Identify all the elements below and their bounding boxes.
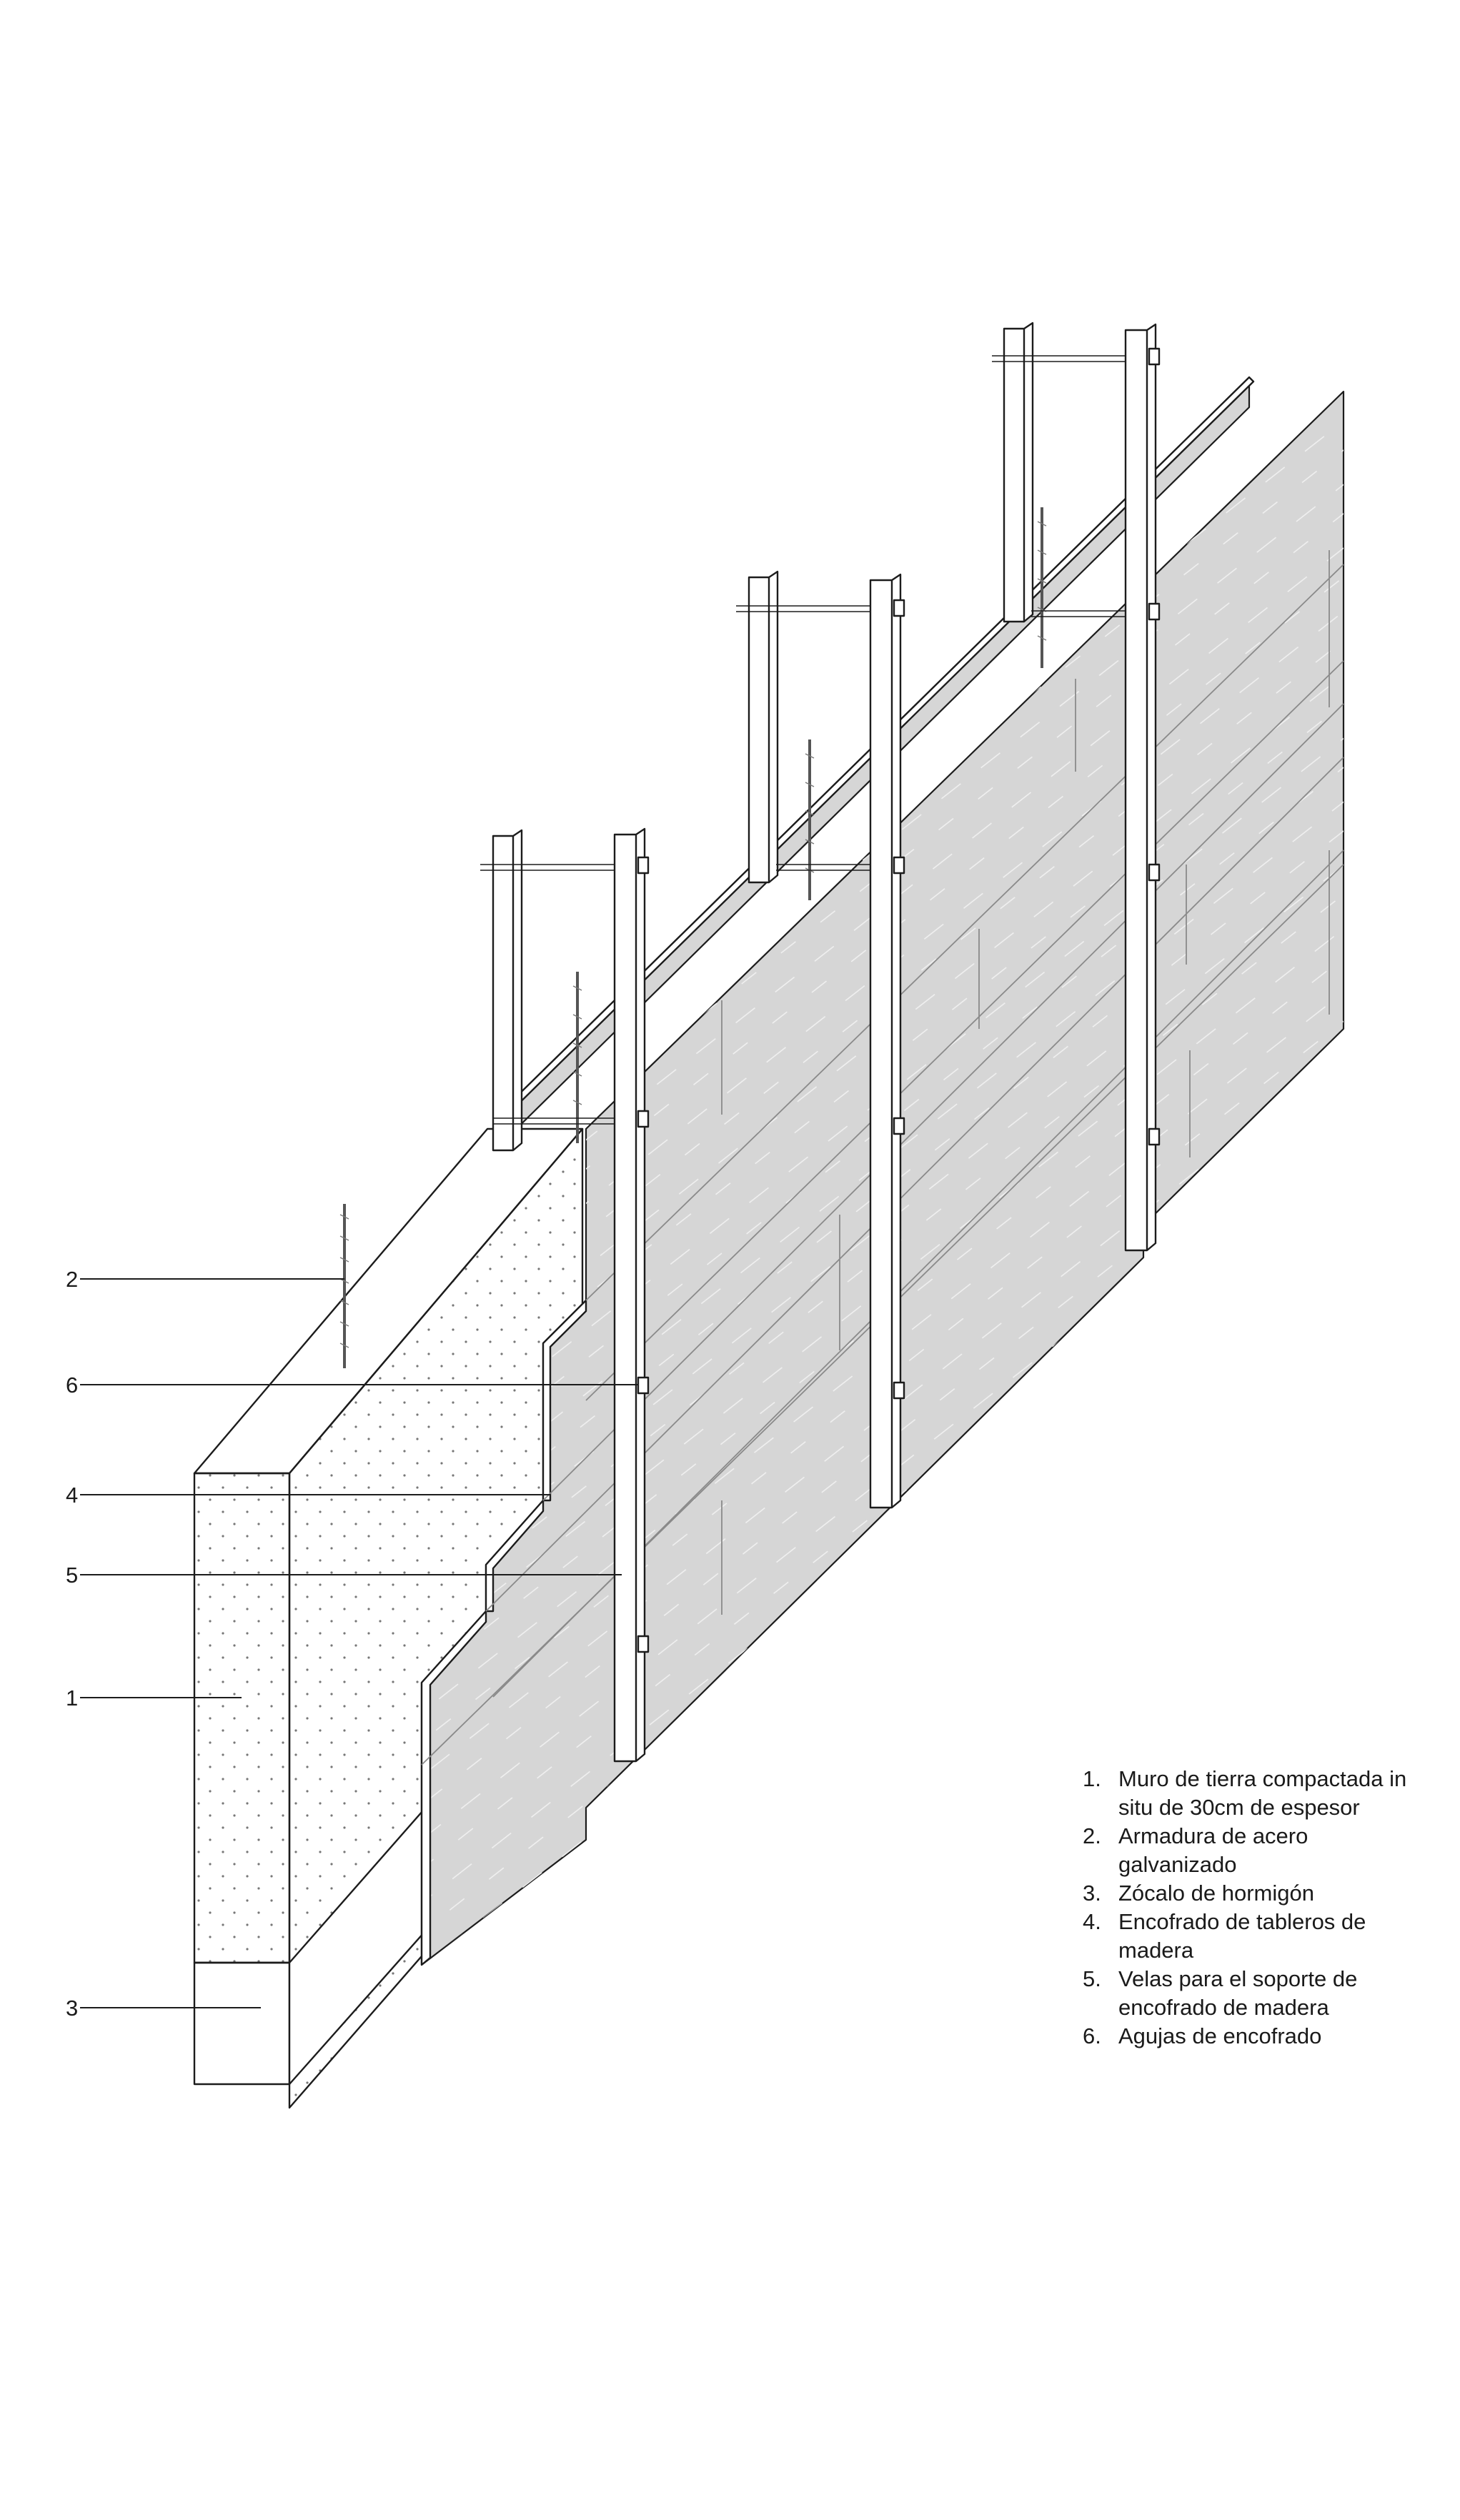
- callout-6-label: 6: [66, 1373, 78, 1398]
- formwork-tie-3c: [1148, 863, 1161, 882]
- rebar-3: [805, 739, 815, 900]
- callout-4-label: 4: [66, 1483, 78, 1508]
- plinth-end-face: [193, 1961, 291, 2086]
- callout-leaders: 2 6 4 5 1 3: [66, 1267, 638, 2021]
- soldier-group-3: [992, 322, 1161, 1252]
- wall-side-face: [289, 1129, 582, 2108]
- legend-item-number: 5.: [1083, 1966, 1101, 1991]
- callout-1: 1: [66, 1685, 242, 1710]
- wall-end-face: [194, 1473, 289, 1963]
- legend-item: 3. Zócalo de hormigón: [1083, 1879, 1426, 1908]
- formwork-tie-2a: [893, 599, 905, 617]
- callout-4: 4: [66, 1483, 550, 1508]
- formwork-tie-2b: [893, 856, 905, 875]
- soldier-group-2: [736, 570, 905, 1509]
- legend-item: 2. Armadura de acero galvanizado: [1083, 1822, 1426, 1879]
- front-soldier-2: [869, 573, 902, 1509]
- legend-item-number: 1.: [1083, 1766, 1101, 1791]
- rebar-2: [572, 972, 582, 1143]
- rear-soldier-2: [748, 570, 779, 884]
- formwork-tie-2c: [893, 1117, 905, 1135]
- formwork-tie-3b: [1148, 602, 1161, 621]
- formwork-tie-1d: [637, 1635, 650, 1653]
- legend-item-number: 3.: [1083, 1881, 1101, 1906]
- legend-item: 6. Agujas de encofrado: [1083, 2022, 1426, 2051]
- front-soldier-1: [613, 827, 646, 1763]
- legend-item-text: Armadura de acero galvanizado: [1118, 1823, 1308, 1877]
- rebar-4: [1037, 507, 1047, 668]
- formwork-tie-1c: [637, 1376, 650, 1395]
- legend-item-number: 2.: [1083, 1823, 1101, 1848]
- legend-item-text: Agujas de encofrado: [1118, 2023, 1322, 2048]
- legend-item-text: Muro de tierra compactada in situ de 30c…: [1118, 1766, 1407, 1820]
- callout-5: 5: [66, 1563, 622, 1588]
- callout-3: 3: [66, 1996, 261, 2021]
- legend-item-text: Velas para el soporte de encofrado de ma…: [1118, 1966, 1358, 2020]
- legend-item-number: 6.: [1083, 2023, 1101, 2048]
- callout-1-label: 1: [66, 1685, 78, 1710]
- rear-soldier-1: [492, 829, 523, 1152]
- legend-item: 5. Velas para el soporte de encofrado de…: [1083, 1965, 1426, 2022]
- legend-item-number: 4.: [1083, 1909, 1101, 1934]
- formwork-tie-3a: [1148, 347, 1161, 366]
- rear-soldier-3: [1003, 322, 1034, 623]
- front-soldier-3: [1124, 323, 1157, 1252]
- formwork-soldiers: [480, 322, 1161, 1763]
- formwork-tie-1a: [637, 856, 650, 875]
- legend-item-text: Zócalo de hormigón: [1118, 1881, 1314, 1906]
- legend: 1. Muro de tierra compactada in situ de …: [1083, 1765, 1426, 2051]
- rammed-earth-wall: [193, 1127, 584, 2109]
- callout-5-label: 5: [66, 1563, 78, 1588]
- formwork-tie-3d: [1148, 1127, 1161, 1146]
- legend-item-text: Encofrado de tableros de madera: [1118, 1909, 1366, 1963]
- callout-2: 2: [66, 1267, 344, 1292]
- formwork-tie-2d: [893, 1381, 905, 1400]
- formwork-tie-1b: [637, 1110, 650, 1128]
- legend-item: 1. Muro de tierra compactada in situ de …: [1083, 1765, 1426, 1822]
- legend-item: 4. Encofrado de tableros de madera: [1083, 1908, 1426, 1965]
- rebar-1: [339, 1204, 349, 1368]
- steel-rebars: [339, 507, 1047, 1368]
- soldier-group-1: [480, 827, 650, 1763]
- callout-3-label: 3: [66, 1996, 78, 2021]
- callout-6: 6: [66, 1373, 638, 1398]
- callout-2-label: 2: [66, 1267, 78, 1292]
